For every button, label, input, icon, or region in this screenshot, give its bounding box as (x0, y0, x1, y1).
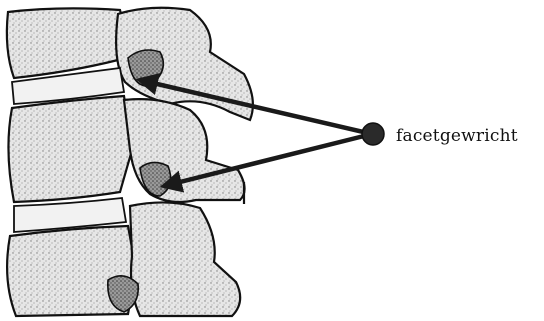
facet-joint-label: facetgewricht (396, 126, 518, 146)
lower-vertebra-process (130, 202, 240, 316)
middle-vertebra-body (8, 96, 132, 202)
callout-dot (362, 123, 384, 145)
middle-vertebra-process (124, 99, 245, 202)
middle-facet-shadow (140, 162, 171, 196)
upper-vertebra-body (7, 8, 125, 78)
